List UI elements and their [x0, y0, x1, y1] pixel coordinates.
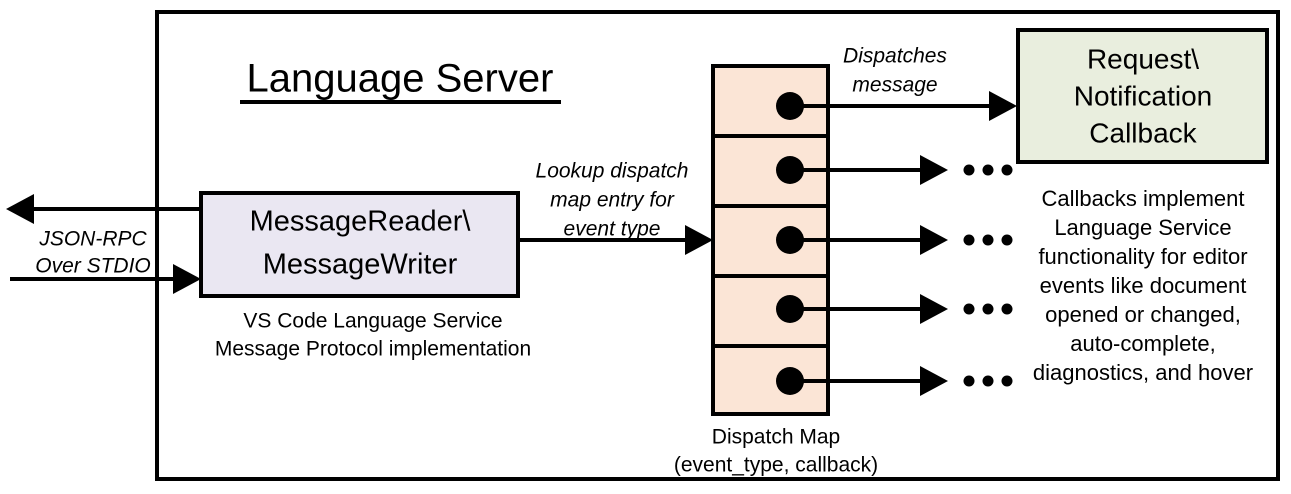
entry-5-arrowhead	[920, 366, 948, 396]
request-notification-callback-box	[1016, 28, 1269, 164]
dispatch-map-caption-line2: (event_type, callback)	[674, 454, 878, 477]
entry-4-arrowhead	[920, 294, 948, 324]
entry-3-ellipsis	[963, 234, 1013, 246]
entry-2-arrowhead	[920, 155, 948, 185]
callback-note-line5: opened or changed,	[1045, 302, 1241, 327]
dispatch-label-line1: Dispatches	[843, 45, 947, 68]
lookup-arrowhead	[685, 225, 713, 255]
lookup-label-line3: event type	[564, 218, 661, 241]
outbound-arrowhead	[6, 194, 34, 224]
dispatch-map-cell-1	[711, 64, 830, 138]
entry-3-dot	[776, 226, 804, 254]
entry-4-ellipsis	[963, 303, 1013, 315]
callback-note-line6: auto-complete,	[1070, 331, 1216, 356]
inbound-arrowhead	[173, 264, 201, 294]
callback-note-line3: functionality for editor	[1038, 244, 1247, 269]
message-reader-writer-box	[199, 191, 520, 298]
language-server-boundary	[155, 10, 1280, 481]
callback-note-line7: diagnostics, and hover	[1033, 360, 1253, 385]
entry-2-dot	[776, 156, 804, 184]
callback-box-line2: Notification	[1074, 80, 1213, 111]
lookup-label-line2: map entry for	[550, 189, 675, 212]
external-channel-label-line1: JSON-RPC	[38, 228, 147, 251]
entry-2-ellipsis	[963, 164, 1013, 176]
lookup-label-line1: Lookup dispatch	[536, 160, 689, 183]
callback-box-line3: Callback	[1089, 117, 1197, 148]
callback-note-line1: Callbacks implement	[1042, 186, 1245, 211]
entry-3-arrowhead	[920, 225, 948, 255]
page-title: Language Server	[247, 57, 554, 101]
message-reader-writer-line2: MessageWriter	[263, 249, 458, 281]
dispatch-map-caption-line1: Dispatch Map	[712, 426, 840, 449]
entry-1-dot	[776, 92, 804, 120]
dispatch-label-line2: message	[852, 74, 937, 97]
callback-box-line1: Request\	[1087, 43, 1199, 74]
external-channel-label-line2: Over STDIO	[35, 255, 151, 278]
reader-caption-line1: VS Code Language Service	[243, 310, 502, 333]
entry-5-dot	[776, 367, 804, 395]
message-reader-writer-line1: MessageReader\	[250, 206, 472, 238]
reader-caption-line2: Message Protocol implementation	[215, 338, 531, 361]
entry-1-arrowhead	[989, 91, 1017, 121]
callback-note-line4: events like document	[1040, 273, 1247, 298]
entry-4-dot	[776, 295, 804, 323]
entry-5-ellipsis	[963, 375, 1013, 387]
callback-note-line2: Language Service	[1054, 215, 1231, 240]
